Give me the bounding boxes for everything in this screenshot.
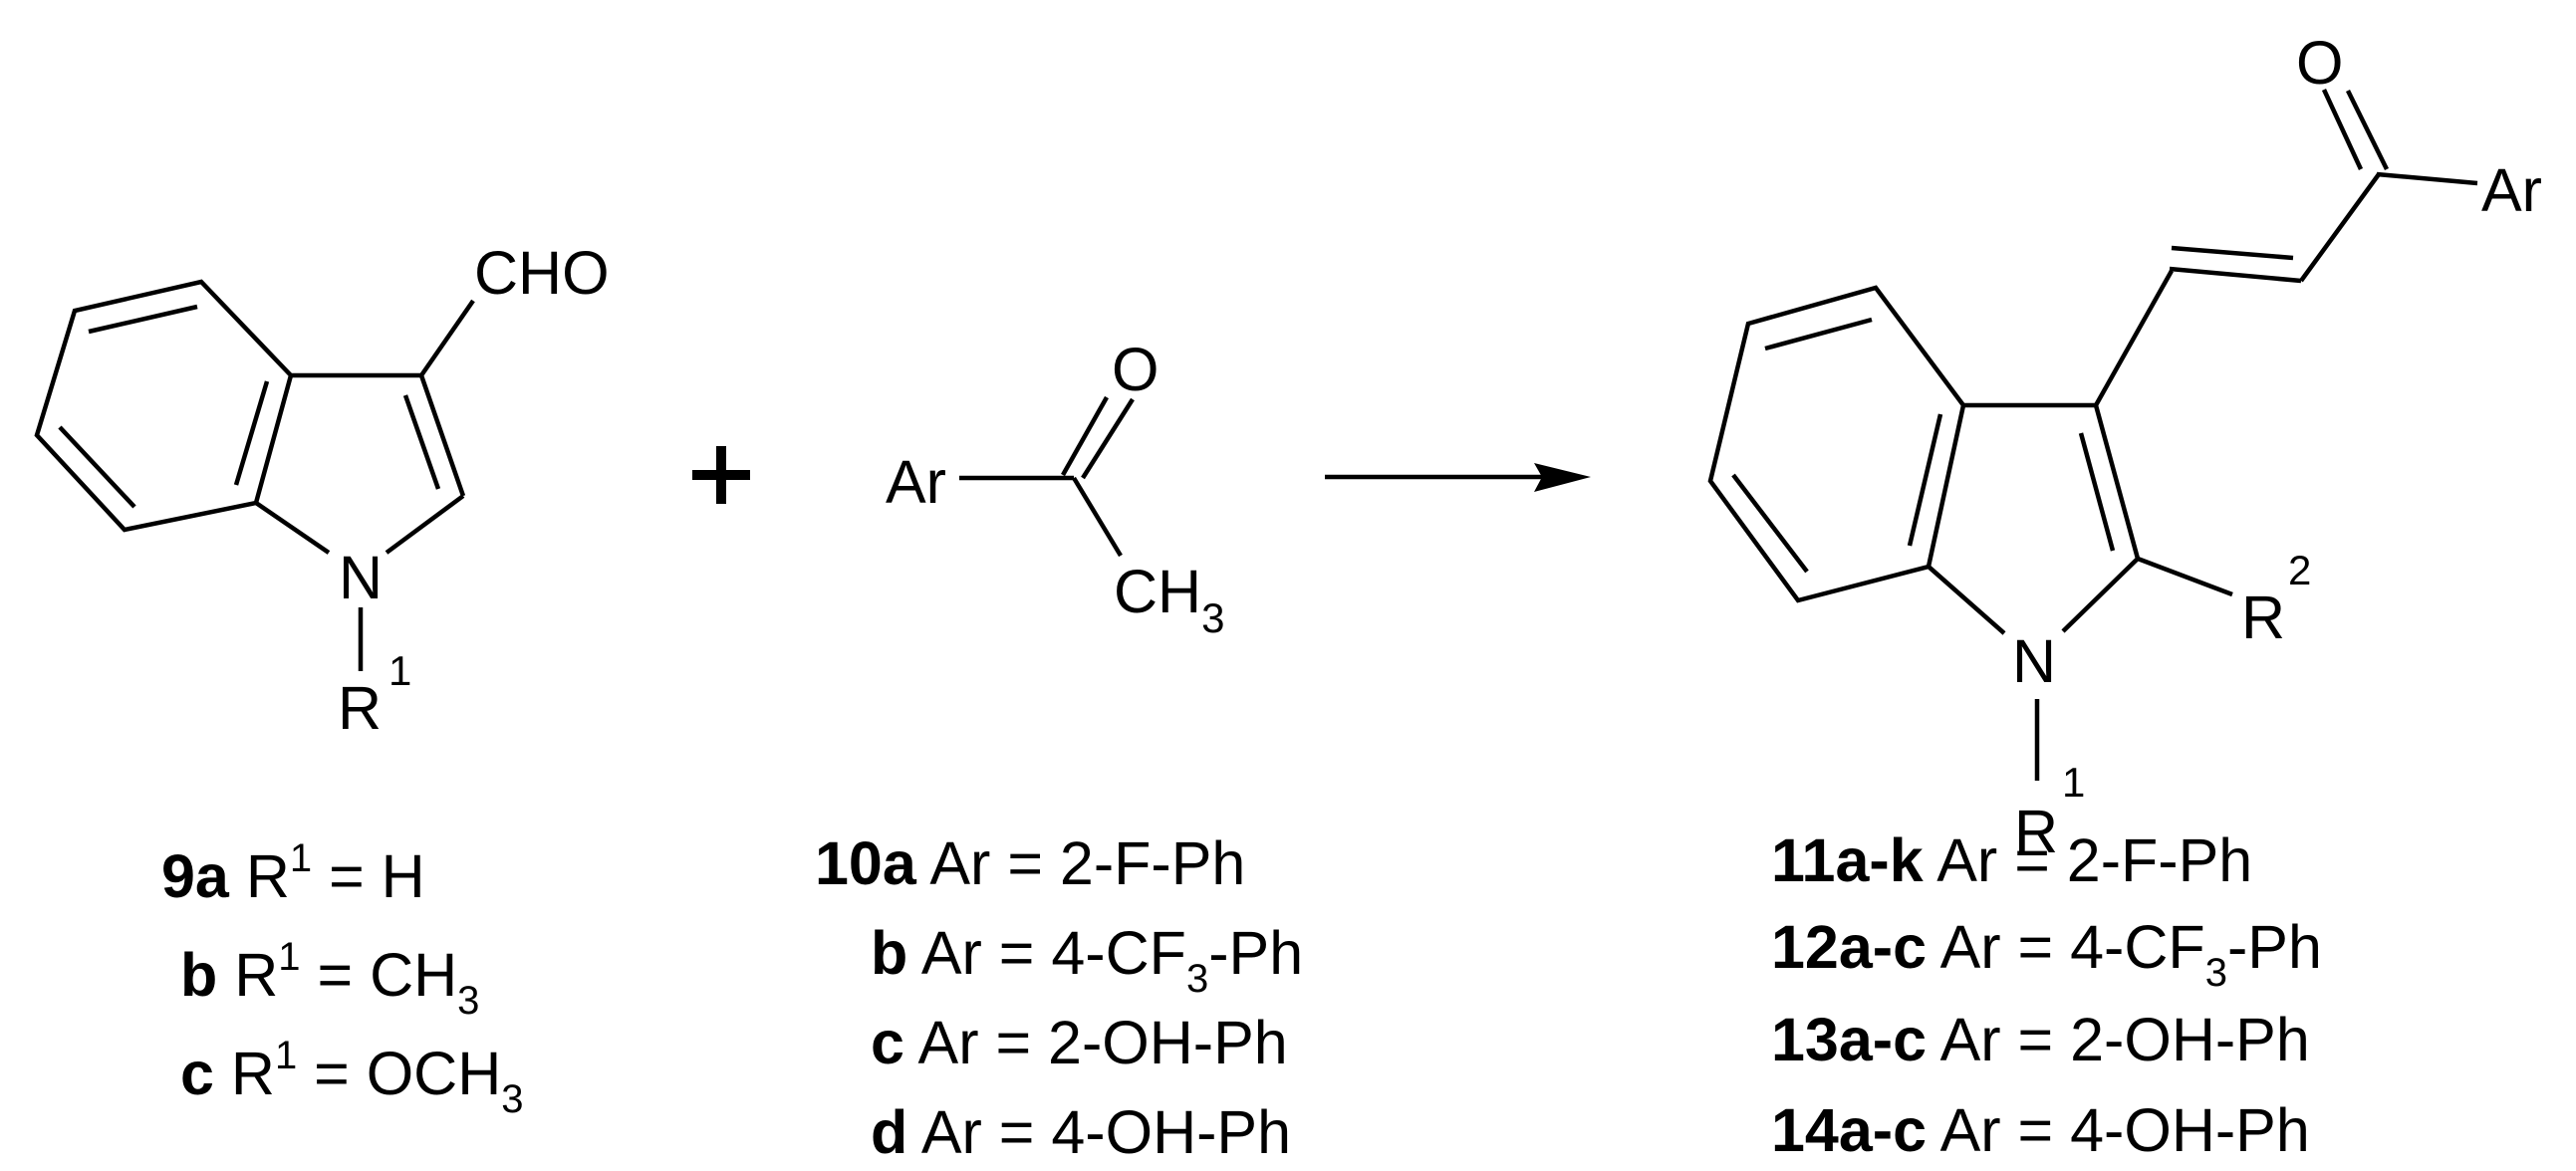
- carbonyl-aryl-bond: [2376, 171, 2478, 186]
- r1-label: R: [338, 674, 382, 742]
- carbonyl-double-bond-a: [2321, 89, 2364, 170]
- vinyl-double-bond-outer: [2169, 266, 2302, 284]
- methyl-label: CH3: [1114, 558, 1224, 641]
- vinyl-carbonyl-bond: [2299, 172, 2381, 283]
- benzene-ring: [34, 279, 294, 533]
- c7a-n-bond: [1927, 565, 2006, 635]
- c7a-n-bond: [254, 501, 331, 555]
- nitrogen-label: N: [2012, 627, 2056, 695]
- c3-c2-bond: [2093, 404, 2141, 560]
- legend-products: 11a-k Ar = 2-F-Ph 12a-c Ar = 4-CF3-Ph 13…: [1771, 826, 2322, 1164]
- aromatic-inner-bond: [1764, 317, 1873, 351]
- carbonyl-double-bond-b: [1081, 397, 1135, 480]
- r1-superscript: 1: [388, 647, 411, 694]
- aryl-label: Ar: [886, 448, 946, 516]
- carbonyl-methyl-bond: [1072, 476, 1123, 558]
- legend-row: 12a-c Ar = 4-CF3-Ph: [1771, 913, 2322, 995]
- c2-r2-bond: [2137, 556, 2233, 597]
- nitrogen-label: N: [339, 544, 383, 611]
- aromatic-inner-bond: [1731, 473, 1809, 574]
- legend-row: 11a-k Ar = 2-F-Ph: [1771, 826, 2252, 894]
- benzene-ring: [1707, 285, 1966, 603]
- aromatic-inner-bond: [88, 304, 198, 335]
- indole-aldehyde-structure: CHO N R 1: [34, 239, 610, 742]
- c3-c2-bond: [418, 374, 466, 497]
- r1-superscript: 1: [2062, 759, 2085, 806]
- chalcone-product-structure: N R 1 R 2 O Ar: [1707, 29, 2542, 865]
- plus-sign: [692, 446, 750, 504]
- aryl-label: Ar: [2481, 156, 2542, 224]
- c3-cho-bond: [419, 299, 475, 377]
- carbonyl-double-bond-b: [2345, 90, 2390, 170]
- r1-label: R: [2014, 798, 2058, 865]
- legend-row: b Ar = 4-CF3-Ph: [871, 919, 1303, 1001]
- aldehyde-label: CHO: [474, 239, 610, 307]
- legend-row: 14a-c Ar = 4-OH-Ph: [1771, 1096, 2310, 1164]
- c3-vinyl-bond: [2094, 269, 2174, 407]
- reaction-arrow: [1325, 463, 1591, 492]
- c3-c2-double-bond: [402, 394, 441, 490]
- aromatic-inner-bond: [233, 380, 270, 486]
- r2-superscript: 2: [2288, 547, 2311, 593]
- legend-compound-9: 9a R1 = H b R1 = CH3 c R1 = OCH3: [161, 836, 524, 1121]
- oxygen-label: O: [2296, 29, 2343, 97]
- acetophenone-structure: Ar O CH3: [886, 336, 1224, 641]
- aromatic-inner-bond: [58, 425, 136, 509]
- carbonyl-double-bond-a: [1061, 395, 1109, 477]
- legend-row: c R1 = OCH3: [180, 1034, 524, 1121]
- legend-row: b R1 = CH3: [180, 935, 479, 1023]
- legend-row: 9a R1 = H: [161, 836, 425, 910]
- aromatic-inner-bond: [1907, 413, 1943, 547]
- legend-row: 13a-c Ar = 2-OH-Ph: [1771, 1006, 2310, 1073]
- c2-n-bond: [2061, 557, 2140, 633]
- legend-compound-10: 10a Ar = 2-F-Ph b Ar = 4-CF3-Ph c Ar = 2…: [815, 829, 1303, 1166]
- c3-c2-double-bond: [2078, 432, 2116, 552]
- vinyl-double-bond-inner: [2171, 245, 2294, 261]
- legend-row: c Ar = 2-OH-Ph: [871, 1009, 1288, 1076]
- oxygen-label: O: [1112, 336, 1159, 403]
- legend-row: d Ar = 4-OH-Ph: [871, 1098, 1291, 1166]
- r2-label: R: [2241, 584, 2285, 651]
- c2-n-bond: [385, 494, 465, 555]
- legend-row: 10a Ar = 2-F-Ph: [815, 829, 1245, 897]
